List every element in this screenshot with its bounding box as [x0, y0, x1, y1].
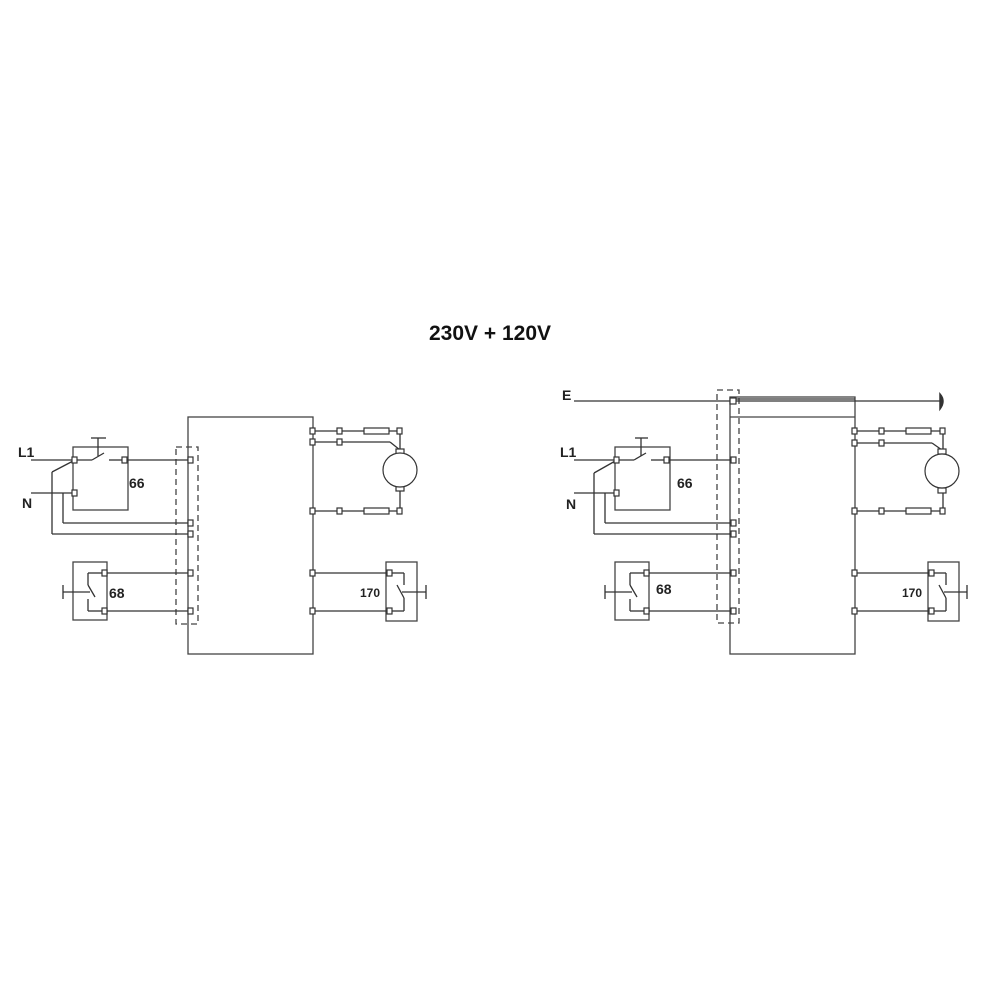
- motor-icon: [382, 452, 418, 488]
- terminal-icon: [336, 427, 343, 435]
- label-66: 66: [129, 475, 145, 491]
- terminal-icon: [187, 519, 194, 527]
- terminal-icon: [851, 507, 858, 515]
- thermostat-170: 170: [851, 561, 968, 622]
- label-66: 66: [677, 475, 693, 491]
- terminal-icon: [939, 507, 946, 515]
- terminal-icon: [386, 607, 393, 615]
- terminal-icon: [121, 456, 128, 464]
- terminal-icon: [187, 569, 194, 577]
- resistor-icon: [363, 507, 390, 515]
- label-n: N: [566, 496, 576, 512]
- terminal-icon: [928, 569, 935, 577]
- terminal-icon: [851, 439, 858, 447]
- terminal-icon: [101, 607, 108, 615]
- terminal-icon: [928, 607, 935, 615]
- terminal-icon: [71, 489, 78, 497]
- motor-circuit: [851, 427, 960, 515]
- main-unit-box: [187, 416, 314, 655]
- terminal-icon: [336, 438, 343, 446]
- terminal-icon: [187, 607, 194, 615]
- thermostat-66: 66: [574, 437, 733, 535]
- terminal-icon: [729, 397, 737, 405]
- terminal-icon: [730, 569, 737, 577]
- motor-icon: [924, 453, 960, 489]
- thermostat-68: 68: [604, 561, 733, 621]
- terminal-icon: [613, 456, 620, 464]
- resistor-icon: [363, 427, 390, 435]
- label-l1: L1: [560, 444, 577, 460]
- terminal-icon: [386, 569, 393, 577]
- terminal-icon: [730, 519, 737, 527]
- terminal-icon: [663, 456, 670, 464]
- right-wiring-diagram: E L1 N 66: [560, 387, 968, 655]
- terminal-icon: [643, 569, 650, 577]
- resistor-icon: [905, 427, 932, 435]
- left-wiring-diagram: L1 N 66: [18, 416, 427, 655]
- terminal-icon: [730, 456, 737, 464]
- terminal-icon: [309, 427, 316, 435]
- terminal-icon: [309, 607, 316, 615]
- terminal-icon: [101, 569, 108, 577]
- label-e: E: [562, 387, 571, 403]
- terminal-icon: [730, 607, 737, 615]
- terminal-icon: [336, 507, 343, 515]
- terminal-icon: [396, 507, 403, 515]
- switch-icon: [629, 584, 638, 598]
- thermostat-170: 170: [309, 561, 427, 622]
- diagram-title: 230V + 120V: [429, 322, 551, 345]
- earth-ground-icon: [939, 391, 944, 412]
- motor-circuit: [309, 427, 418, 515]
- terminal-icon: [187, 530, 194, 538]
- terminal-icon: [878, 427, 885, 435]
- switch-icon: [91, 452, 105, 461]
- terminal-icon: [730, 530, 737, 538]
- terminal-strip-dashed: [716, 389, 740, 624]
- main-unit-box: [729, 396, 856, 655]
- terminal-icon: [396, 427, 403, 435]
- thermostat-66: 66: [31, 437, 190, 535]
- terminal-icon: [878, 439, 885, 447]
- label-l1: L1: [18, 444, 35, 460]
- terminal-icon: [613, 489, 620, 497]
- switch-icon: [87, 584, 96, 598]
- terminal-icon: [939, 427, 946, 435]
- switch-icon: [633, 452, 647, 461]
- switch-icon: [938, 584, 947, 599]
- terminal-icon: [643, 607, 650, 615]
- terminal-icon: [309, 507, 316, 515]
- terminal-icon: [851, 607, 858, 615]
- terminal-strip-dashed: [175, 446, 199, 625]
- terminal-icon: [71, 456, 78, 464]
- terminal-icon: [851, 427, 858, 435]
- resistor-icon: [905, 507, 932, 515]
- terminal-icon: [878, 507, 885, 515]
- label-170: 170: [360, 586, 380, 600]
- terminal-icon: [309, 438, 316, 446]
- switch-icon: [396, 584, 405, 599]
- thermostat-68: 68: [62, 561, 190, 621]
- label-68: 68: [656, 581, 672, 597]
- terminal-icon: [851, 569, 858, 577]
- label-170: 170: [902, 586, 922, 600]
- terminal-icon: [309, 569, 316, 577]
- label-n: N: [22, 495, 32, 511]
- terminal-icon: [187, 456, 194, 464]
- label-68: 68: [109, 585, 125, 601]
